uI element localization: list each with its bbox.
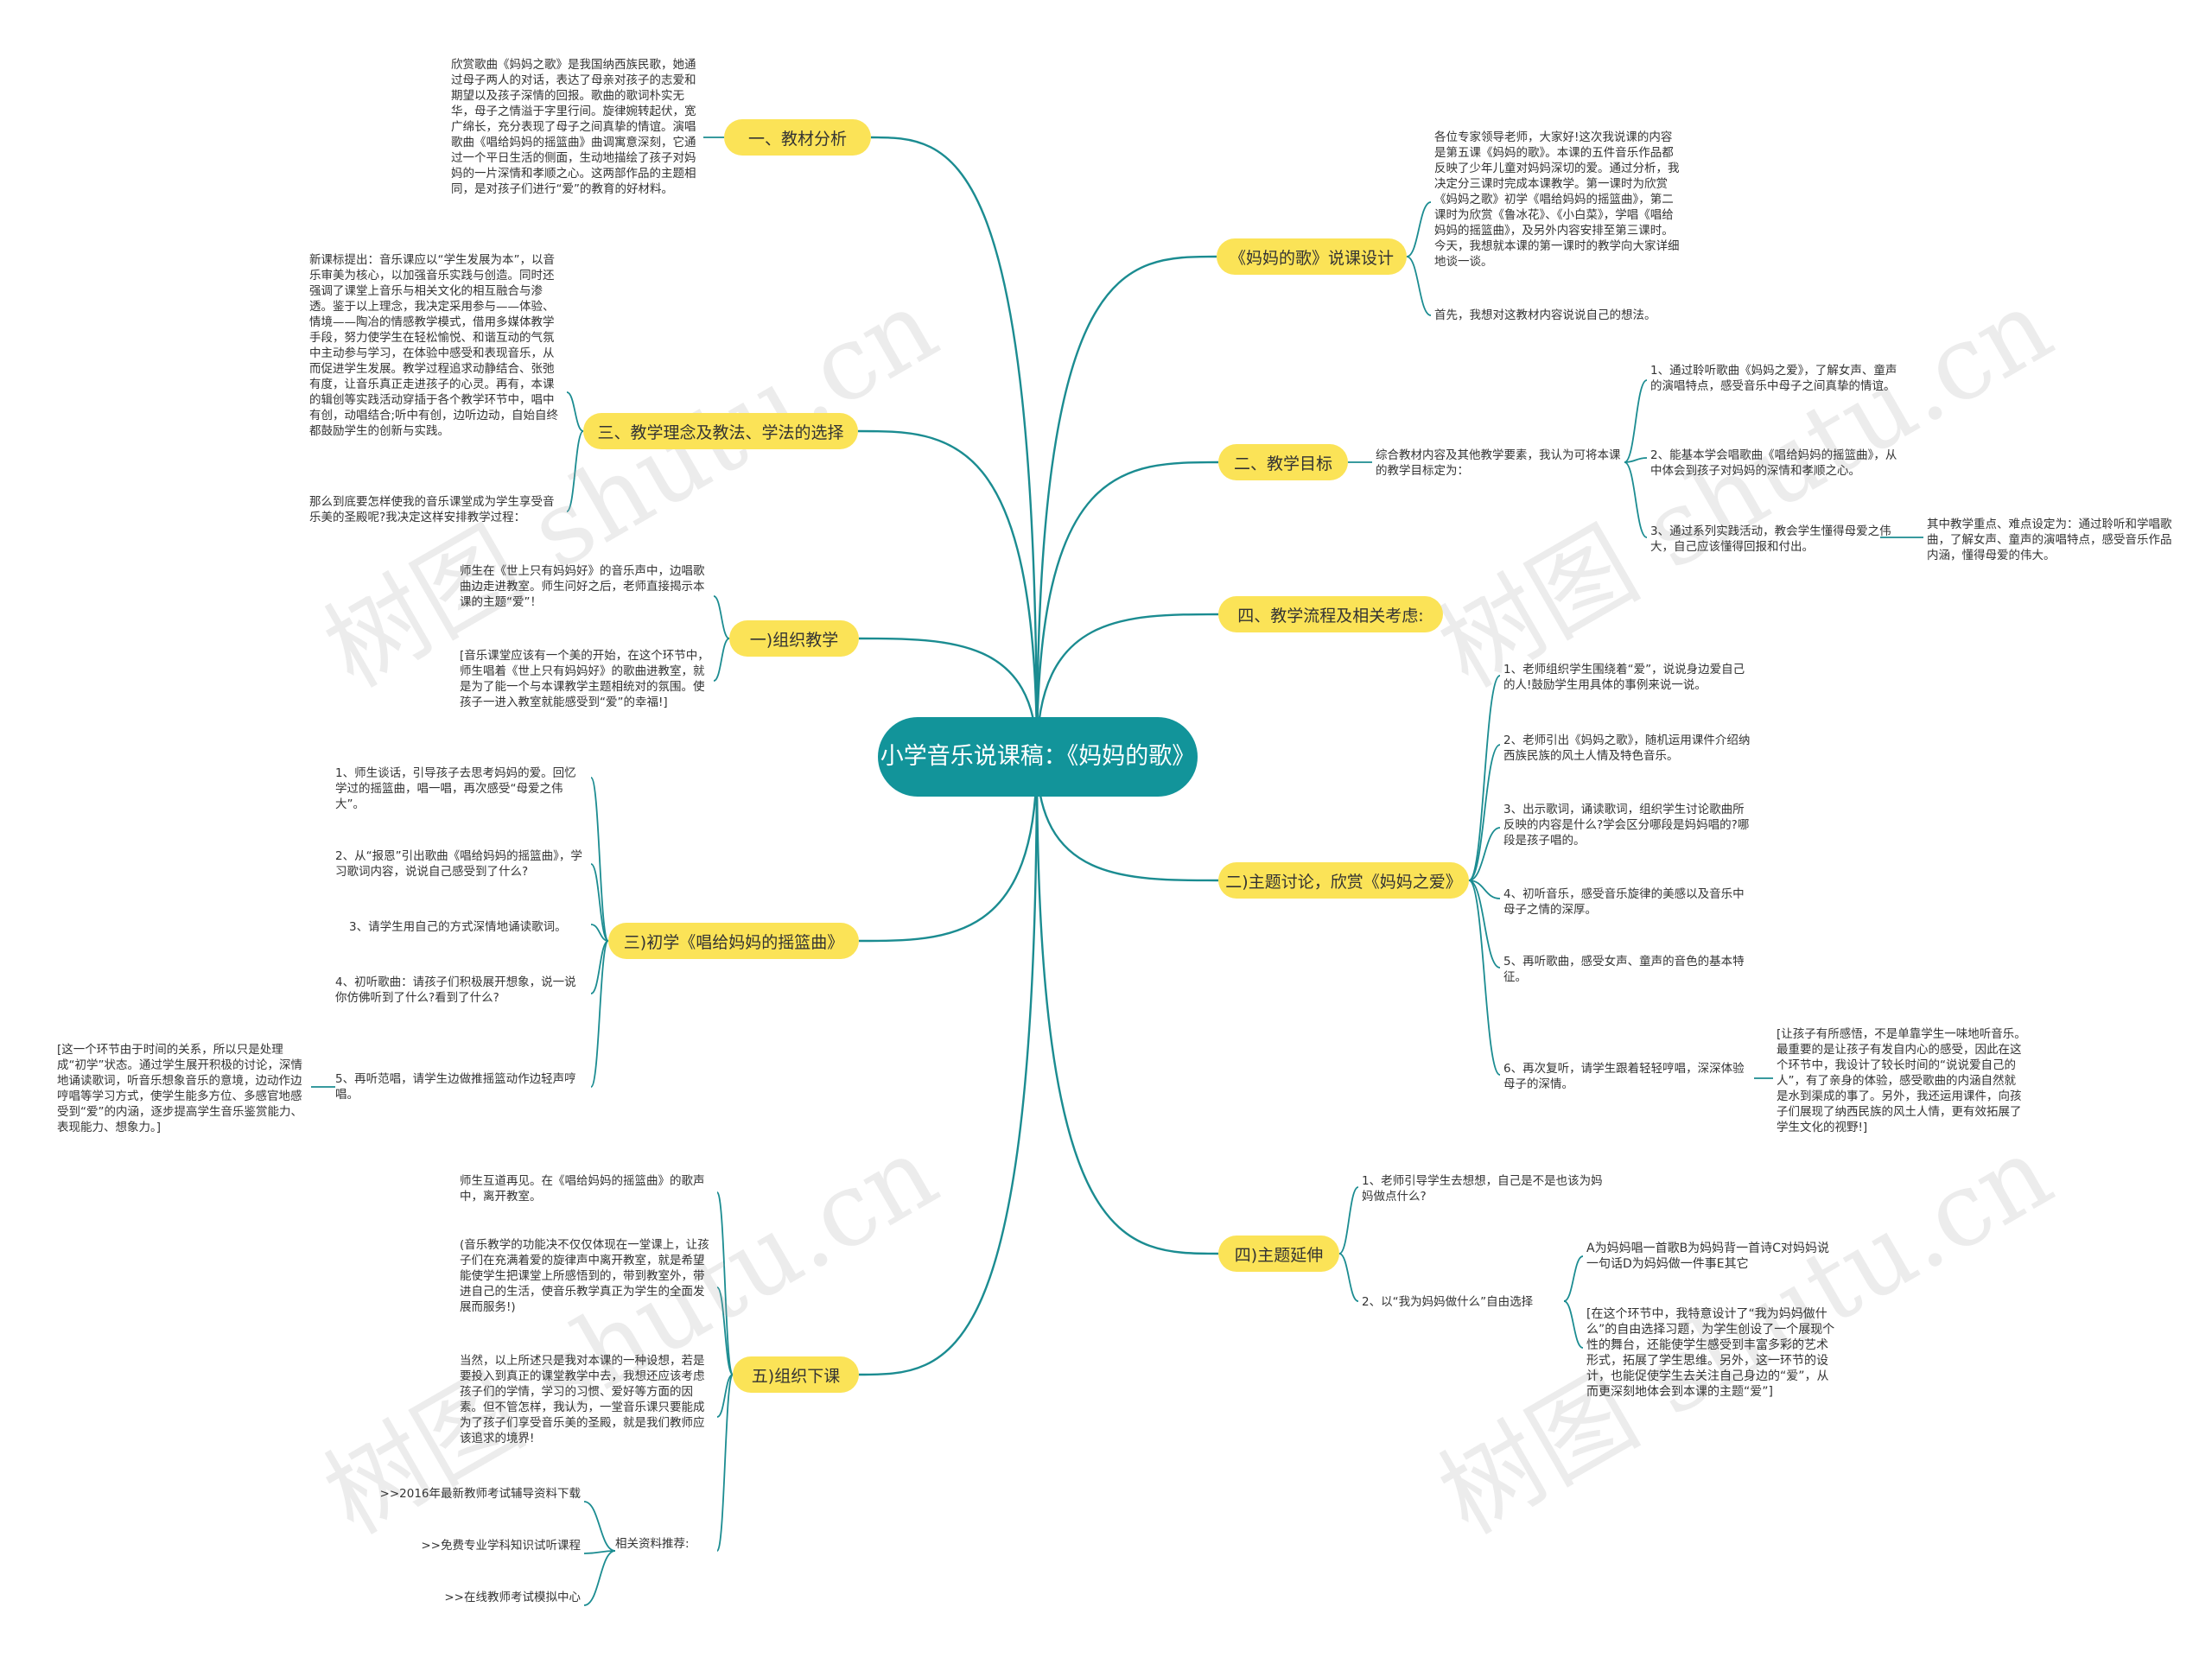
- link-line: [590, 924, 609, 942]
- link-line: [590, 940, 609, 1088]
- link-line: [858, 637, 1039, 758]
- branch-teaching-flow[interactable]: 四、教学流程及相关考虑:: [1218, 596, 1443, 632]
- link-line: [858, 756, 1039, 1376]
- link-line: [566, 391, 584, 432]
- branch-class-organization[interactable]: 一)组织教学: [729, 620, 859, 657]
- link-line: [1468, 827, 1501, 881]
- link-line: [713, 595, 730, 639]
- leaf-text: 6、再次复听，请学生跟着轻轻哼唱，深深体验母子的深情。: [1503, 1062, 1745, 1091]
- leaf-text: 师生互道再见。在《唱给妈妈的摇篮曲》的歌声中，离开教室。: [460, 1174, 705, 1204]
- link-line: [590, 863, 609, 942]
- leaf-text: 那么到底要怎样使我的音乐课堂成为学生享受音乐美的圣殿呢?我决定这样安排教学过程：: [309, 495, 555, 524]
- link-line: [1035, 756, 1219, 882]
- leaf-text: A为妈妈唱一首歌B为妈妈背一首诗C对妈妈说一句话D为妈妈做一件事E其它: [1586, 1242, 1829, 1271]
- branch-teaching-philosophy[interactable]: 三、教学理念及教法、学法的选择: [583, 413, 858, 449]
- link-line: [590, 940, 609, 994]
- link-line: [1406, 256, 1432, 316]
- link-line: [1468, 675, 1501, 881]
- leaf-text: 5、再听范唱，请学生边做推摇篮动作边轻声哼唱。: [335, 1072, 576, 1102]
- branch-theme-extension[interactable]: 四)主题延伸: [1218, 1236, 1339, 1272]
- leaf-text: 4、初听音乐，感受音乐旋律的美感以及音乐中母子之情的深厚。: [1503, 887, 1745, 917]
- leaf-text: 3、请学生用自己的方式深情地诵读歌词。: [349, 920, 567, 934]
- leaf-text: 1、师生谈话，引导孩子去思考妈妈的爱。回忆学过的摇篮曲，唱一唱，再次感受“母爱之…: [335, 766, 576, 811]
- link-line: [716, 1374, 734, 1418]
- link-line: [713, 638, 730, 682]
- leaf-intro: 综合教材内容及其他教学要素，我认为可将本课的教学目标定为：: [1376, 448, 1621, 478]
- leaf-text: 1、老师组织学生围绕着“爱”，说说身边爱自己的人!鼓励学生用具体的事例来说一说。: [1503, 663, 1745, 692]
- link-line: [1468, 744, 1501, 881]
- leaf-text: 4、初听歌曲：请孩子们积极展开想象，说一说你仿佛听到了什么?看到了什么?: [335, 975, 576, 1005]
- leaf-text: 新课标提出：音乐课应以“学生发展为本”，以音乐审美为核心，以加强音乐实践与创造。…: [309, 253, 559, 438]
- resource-label: 相关资料推荐:: [615, 1537, 690, 1551]
- link-line: [1468, 880, 1501, 899]
- link-line: [1035, 613, 1219, 758]
- leaf-text: 3、通过系列实践活动，教会学生懂得母爱之伟大，自己应该懂得回报和付出。: [1650, 524, 1891, 554]
- leaf-note: [让孩子有所感悟，不是单靠学生一味地听音乐。最重要的是让孩子有发自内心的感受，因…: [1777, 1027, 2026, 1134]
- leaf-text: 首先，我想对这教材内容说说自己的想法。: [1434, 308, 1656, 322]
- link-line: [1624, 379, 1648, 463]
- link-line: [590, 777, 609, 942]
- link-line: [1468, 880, 1501, 969]
- leaf-text: 2、老师引出《妈妈之歌》，随机运用课件介绍纳西族民族的风土人情及特色音乐。: [1503, 734, 1751, 763]
- leaf-note: 其中教学重点、难点设定为：通过聆听和学唱歌曲，了解女声、童声的演唱特点，感受音乐…: [1927, 518, 2172, 562]
- branch-lesson-design[interactable]: 《妈妈的歌》说课设计: [1217, 238, 1407, 275]
- link-line: [1563, 1255, 1584, 1302]
- leaf-text: 各位专家领导老师，大家好!这次我说课的内容是第五课《妈妈的歌》。本课的五件音乐作…: [1434, 130, 1680, 269]
- branch-theme-discussion[interactable]: 二)主题讨论，欣赏《妈妈之爱》: [1218, 862, 1469, 899]
- branch-teaching-goals[interactable]: 二、教学目标: [1218, 444, 1348, 480]
- leaf-text: 1、老师引导学生去想想，自己是不是也该为妈妈做点什么?: [1362, 1174, 1603, 1204]
- branch-textbook-analysis[interactable]: 一、教材分析: [724, 119, 871, 156]
- branch-first-learning[interactable]: 三)初学《唱给妈妈的摇篮曲》: [608, 923, 859, 959]
- leaf-text: (音乐教学的功能决不仅仅体现在一堂课上，让孩子们在充满着爱的旋律声中离开教室，就…: [460, 1238, 709, 1314]
- link-line: [583, 1550, 616, 1554]
- resource-link[interactable]: >>在线教师考试模拟中心: [444, 1591, 581, 1604]
- link-line: [1035, 461, 1219, 758]
- leaf-text: 2、以“我为妈妈做什么”自由选择: [1362, 1295, 1534, 1309]
- leaf-text: [音乐课堂应该有一个美的开始，在这个环节中，师生唱着《世上只有妈妈好》的歌曲进教…: [460, 649, 709, 709]
- link-line: [1035, 756, 1219, 1255]
- link-line: [1563, 1300, 1584, 1349]
- link-line: [583, 1501, 616, 1552]
- link-line: [1338, 1186, 1359, 1255]
- link-line: [857, 429, 1039, 758]
- link-line: [716, 1374, 734, 1552]
- leaf-text: 欣赏歌曲《妈妈之歌》是我国纳西族民歌，她通过母子两人的对话，表达了母亲对孩子的志…: [451, 58, 696, 196]
- link-line: [1406, 201, 1432, 257]
- link-line: [716, 1191, 734, 1375]
- link-line: [1624, 461, 1648, 538]
- link-line: [583, 1550, 616, 1606]
- link-line: [858, 756, 1039, 943]
- leaf-text: 师生在《世上只有妈妈好》的音乐声中，边唱歌曲边走进教室。师生问好之后，老师直接揭…: [460, 564, 705, 609]
- link-line: [870, 136, 1039, 758]
- leaf-text: 2、能基本学会唱歌曲《唱给妈妈的摇篮曲》，从中体会到孩子对妈妈的深情和孝顺之心。: [1650, 448, 1897, 478]
- leaf-note: [这一个环节由于时间的关系，所以只是处理成“初学”状态。通过学生展开积极的讨论，…: [57, 1043, 302, 1134]
- leaf-text: 1、通过聆听歌曲《妈妈之爱》，了解女声、童声的演唱特点，感受音乐中母子之间真挚的…: [1650, 364, 1897, 393]
- leaf-note: [在这个环节中，我特意设计了“我为妈妈做什么”的自由选择习题，为学生创设了一个展…: [1586, 1307, 1835, 1399]
- leaf-text: 3、出示歌词，诵读歌词，组织学生讨论歌曲所反映的内容是什么?学会区分哪段是妈妈唱…: [1503, 803, 1750, 848]
- link-line: [566, 430, 584, 512]
- link-line: [1035, 255, 1217, 758]
- root-topic[interactable]: 小学音乐说课稿：《妈妈的歌》: [878, 717, 1198, 797]
- leaf-text: 2、从“报恩”引出歌曲《唱给妈妈的摇篮曲》，学习歌词内容，说说自己感受到了什么?: [335, 849, 582, 879]
- branch-dismiss-class[interactable]: 五)组织下课: [733, 1356, 859, 1393]
- resource-link[interactable]: >>免费专业学科知识试听课程: [421, 1539, 581, 1553]
- leaf-text: 当然，以上所述只是我对本课的一种设想，若是要投入到真正的课堂教学中去，我想还应该…: [460, 1354, 705, 1445]
- leaf-text: 5、再听歌曲，感受女声、童声的音色的基本特征。: [1503, 955, 1745, 984]
- link-line: [716, 1286, 734, 1375]
- resource-link[interactable]: >>2016年最新教师考试辅导资料下载: [379, 1487, 581, 1501]
- link-line: [1468, 880, 1501, 1076]
- link-line: [1624, 457, 1648, 463]
- link-line: [1338, 1253, 1359, 1302]
